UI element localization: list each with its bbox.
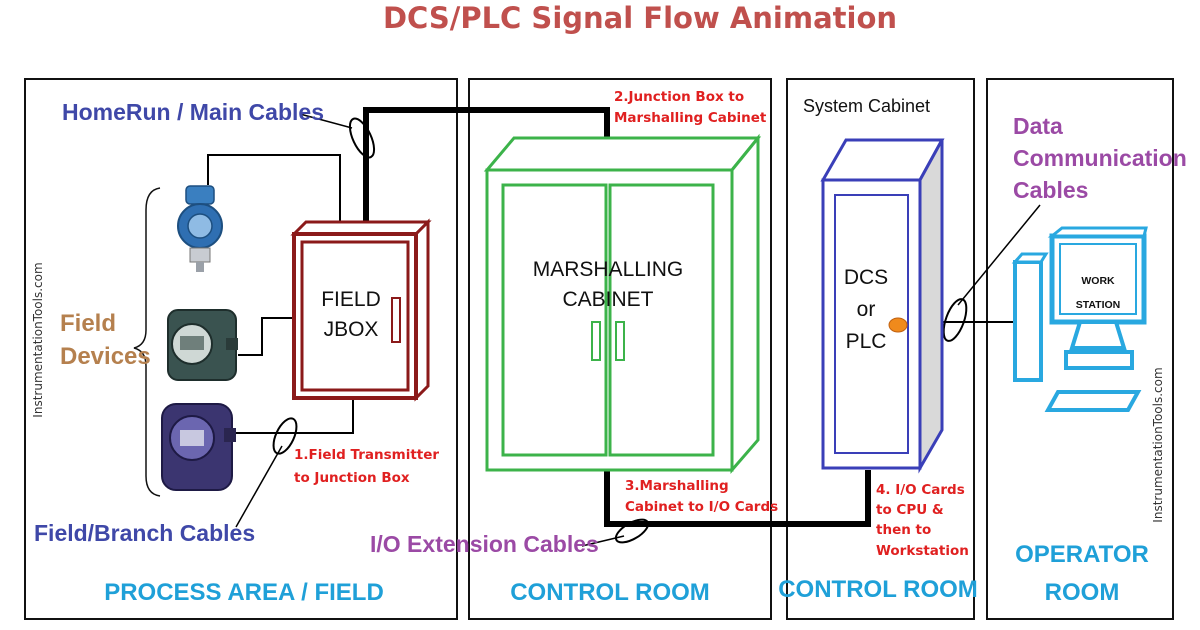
homerun-leader (299, 113, 353, 129)
branch-leader (235, 445, 283, 528)
step3-label-line2: Cabinet to I/O Cards (625, 499, 778, 515)
operator-room-label-line1: OPERATOR (1015, 541, 1149, 568)
dcs-plc-cabinet (820, 138, 945, 474)
marshalling-label-line2: CABINET (562, 288, 653, 311)
marshalling-cabinet (483, 133, 762, 475)
dcs-label-line3: PLC (846, 330, 887, 353)
diagram-title: DCS/PLC Signal Flow Animation (383, 1, 897, 35)
process-area-panel (24, 78, 458, 620)
step1-label-line2: to Junction Box (294, 470, 410, 486)
watermark-left: InstrumentationTools.com (31, 262, 45, 417)
branch-cable-1 (207, 154, 341, 222)
jbox-label-line1: FIELD (321, 288, 381, 311)
workstation-label-line2: STATION (1076, 299, 1121, 311)
dcs-label-line2: or (857, 298, 876, 321)
step3-label-line1: 3.Marshalling (625, 478, 729, 494)
data-comm-label-line2: Communication (1013, 145, 1187, 171)
data-comm-bundle-marker (942, 298, 968, 342)
operator-room-label-line2: ROOM (1045, 579, 1120, 606)
io-bundle-marker (614, 518, 650, 544)
data-comm-leader (957, 204, 1041, 306)
step4-label-line1: 4. I/O Cards (876, 482, 965, 498)
step4-label-line3: then to (876, 522, 931, 538)
branch-cable-3 (232, 392, 354, 434)
step2-label-line1: 2.Junction Box to (614, 89, 744, 105)
branch-cable-2 (238, 317, 302, 356)
field-devices-label-line1: Field (60, 310, 116, 337)
pressure-transmitter-icon (177, 185, 223, 272)
control-room-panel-1 (468, 78, 772, 620)
step4-label-line2: to CPU & (876, 502, 944, 518)
control-room-label-2: CONTROL ROOM (778, 576, 978, 603)
io-leader (581, 535, 625, 547)
flow-transmitter-icon (161, 403, 236, 491)
homerun-cables-label: HomeRun / Main Cables (62, 99, 324, 125)
workstation-label-line1: WORK (1081, 275, 1115, 287)
field-devices-brace (133, 187, 161, 497)
homerun-bundle-marker (348, 117, 376, 159)
io-extension-cable (604, 470, 871, 527)
data-comm-label-line1: Data (1013, 113, 1063, 139)
operator-room-panel (986, 78, 1174, 620)
jbox-label-line2: JBOX (324, 318, 379, 341)
system-cabinet-label: System Cabinet (803, 96, 930, 116)
watermark-right: InstrumentationTools.com (1151, 367, 1165, 522)
io-extension-cables-label: I/O Extension Cables (370, 531, 599, 557)
step2-label-line2: Marshalling Cabinet (614, 110, 767, 126)
workstation-icon (1011, 226, 1148, 412)
marshalling-label-line1: MARSHALLING (533, 258, 684, 281)
field-devices-label-line2: Devices (60, 343, 151, 370)
dcs-label-line1: DCS (844, 266, 888, 289)
temperature-transmitter-icon (167, 309, 238, 381)
step4-label-line4: Workstation (876, 543, 969, 559)
process-area-label: PROCESS AREA / FIELD (104, 579, 384, 606)
field-branch-cables-label: Field/Branch Cables (34, 520, 255, 546)
step1-label-line1: 1.Field Transmitter (294, 447, 439, 463)
control-room-label-1: CONTROL ROOM (510, 579, 710, 606)
field-junction-box (290, 218, 432, 402)
control-room-panel-2 (786, 78, 975, 620)
data-comm-label-line3: Cables (1013, 177, 1088, 203)
branch-bundle-marker (272, 417, 298, 455)
